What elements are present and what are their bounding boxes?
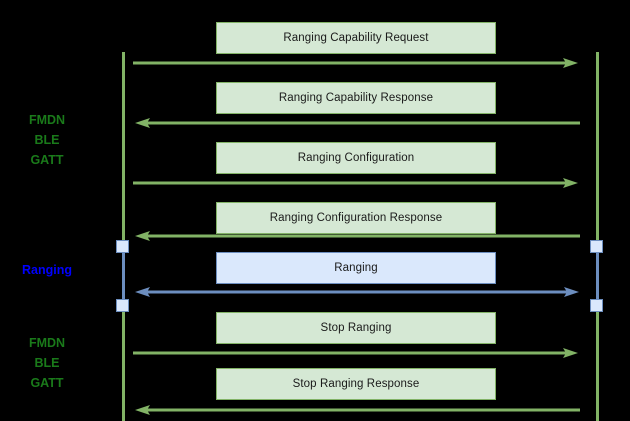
message-label: Ranging Configuration [297,152,415,164]
left-lifeline-green-upper [122,52,125,246]
phase-label-line-3: GATT [30,153,64,167]
phase-label-line-1: FMDN [28,113,66,127]
activation-right-top [590,240,603,253]
message-box-ranging-capability-response: Ranging Capability Response [216,82,496,114]
message-arrow-ranging-capability-response [134,117,580,129]
message-label: Ranging Capability Response [278,92,434,104]
right-lifeline-green-upper [596,52,599,246]
activation-left-top [116,240,129,253]
message-label: Ranging Configuration Response [269,212,443,224]
phase-label-line-1: FMDN [28,336,66,350]
message-label: Stop Ranging Response [292,378,420,390]
activation-left-bottom [116,299,129,312]
phase-label-line-1: Ranging [22,263,72,277]
message-box-ranging-configuration: Ranging Configuration [216,142,496,174]
message-arrow-stop-ranging [133,347,579,359]
phase-label-fmdn-ble-gatt-bottom: FMDN BLE GATT [4,333,90,393]
message-box-ranging: Ranging [216,252,496,284]
right-lifeline-green-lower [596,306,599,421]
message-arrow-stop-ranging-response [134,404,580,416]
phase-label-line-3: GATT [30,376,64,390]
phase-label-fmdn-ble-gatt-top: FMDN BLE GATT [4,110,90,170]
phase-label-ranging: Ranging [4,260,90,280]
message-box-ranging-capability-request: Ranging Capability Request [216,22,496,54]
message-label: Ranging [334,262,378,274]
message-arrow-ranging-bidirectional [134,286,580,298]
message-arrow-ranging-configuration [133,177,579,189]
message-box-stop-ranging-response: Stop Ranging Response [216,368,496,400]
phase-label-line-2: BLE [34,133,60,147]
message-arrow-ranging-capability-request [133,57,579,69]
message-box-ranging-configuration-response: Ranging Configuration Response [216,202,496,234]
phase-label-line-2: BLE [34,356,60,370]
message-box-stop-ranging: Stop Ranging [216,312,496,344]
message-label: Stop Ranging [320,322,392,334]
right-lifeline-blue-segment [596,246,599,306]
activation-right-bottom [590,299,603,312]
left-lifeline-blue-segment [122,246,125,306]
left-lifeline-green-lower [122,306,125,421]
message-label: Ranging Capability Request [283,32,429,44]
